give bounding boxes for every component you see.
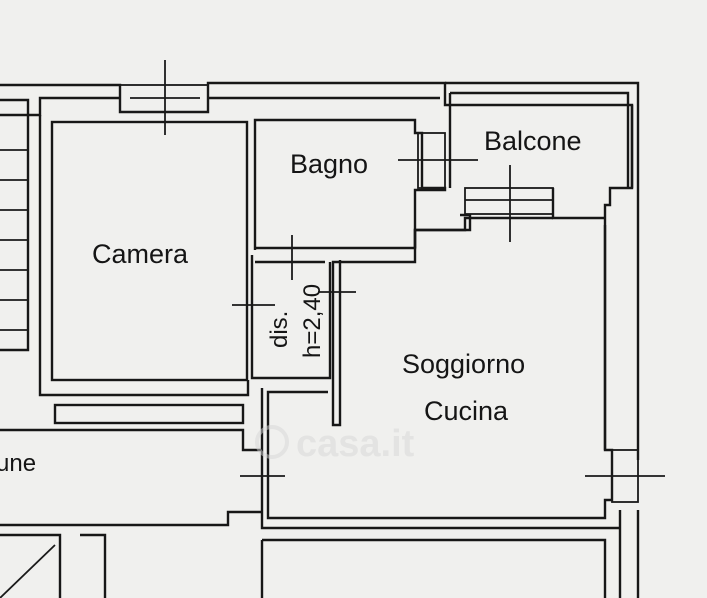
- label-camera: Camera: [92, 239, 189, 269]
- camera-room: [38, 115, 250, 397]
- outer-walls: [0, 81, 640, 598]
- label-height: h=2,40: [299, 284, 326, 358]
- bagno-room: [253, 118, 478, 250]
- camera-window: [119, 60, 209, 135]
- label-balcone: Balcone: [484, 126, 582, 156]
- label-partial-left: une: [0, 450, 36, 477]
- label-bagno: Bagno: [290, 149, 368, 179]
- svg-text:casa.it: casa.it: [296, 423, 415, 465]
- soggiorno-cucina-room: [260, 216, 665, 530]
- left-stair: [0, 113, 30, 352]
- lower-left-walls: [0, 403, 607, 598]
- balcone-area: [448, 91, 630, 242]
- label-soggiorno: Soggiorno: [402, 349, 525, 379]
- label-cucina: Cucina: [424, 396, 509, 426]
- watermark: casa.it: [255, 423, 415, 465]
- label-dis: dis.: [266, 311, 293, 348]
